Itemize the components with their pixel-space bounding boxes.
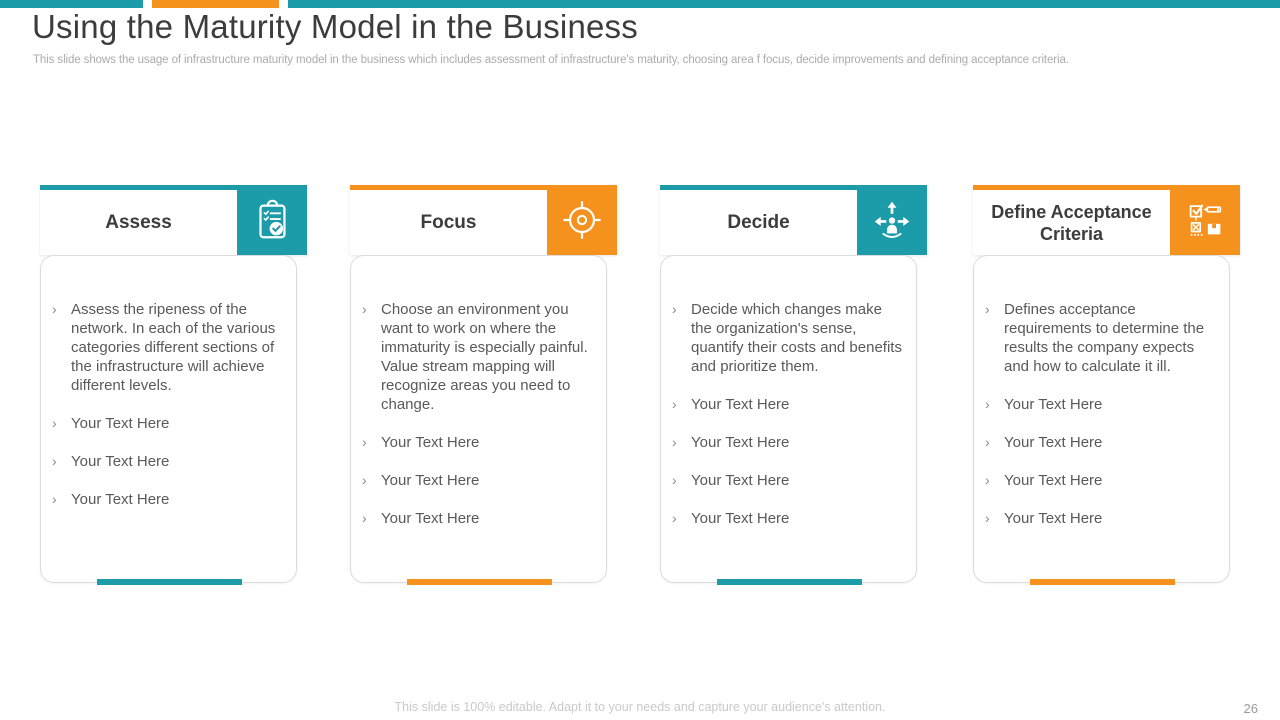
column-focus-card: Choose an environment you want to work o… bbox=[350, 255, 607, 585]
card-accent-bar bbox=[717, 579, 862, 585]
column-focus-header: Focus bbox=[350, 185, 617, 255]
bullet-item: Your Text Here bbox=[661, 395, 916, 414]
clipboard-check-icon bbox=[237, 185, 307, 255]
column-focus: Focus Choose an environment you want to … bbox=[350, 185, 617, 585]
top-accent-bar-orange-segment bbox=[143, 0, 288, 8]
bullet-item: Your Text Here bbox=[351, 471, 606, 490]
page-title: Using the Maturity Model in the Business bbox=[32, 8, 638, 45]
bullet-item: Your Text Here bbox=[41, 414, 296, 433]
column-define-acceptance-criteria: Define Acceptance Criteria bbox=[973, 185, 1240, 585]
page-number: 26 bbox=[1243, 701, 1258, 716]
column-title: Focus bbox=[420, 211, 477, 233]
bullet-item: Your Text Here bbox=[974, 471, 1229, 490]
bullet-item: Your Text Here bbox=[974, 433, 1229, 452]
card-accent-bar bbox=[97, 579, 242, 585]
column-title: Define Acceptance Criteria bbox=[991, 201, 1152, 244]
column-decide-card: Decide which changes make the organizati… bbox=[660, 255, 917, 585]
bullet-item: Defines acceptance requirements to deter… bbox=[974, 300, 1229, 376]
column-assess-header: Assess bbox=[40, 185, 307, 255]
bullet-list: Defines acceptance requirements to deter… bbox=[974, 300, 1229, 528]
bullet-item: Choose an environment you want to work o… bbox=[351, 300, 606, 414]
column-assess-card: Assess the ripeness of the network. In e… bbox=[40, 255, 297, 585]
bullet-item: Your Text Here bbox=[974, 509, 1229, 528]
column-define-acceptance-criteria-card: Defines acceptance requirements to deter… bbox=[973, 255, 1230, 585]
bullet-list: Decide which changes make the organizati… bbox=[661, 300, 916, 528]
bullet-item: Your Text Here bbox=[661, 471, 916, 490]
bullet-item: Your Text Here bbox=[974, 395, 1229, 414]
bullet-item: Decide which changes make the organizati… bbox=[661, 300, 916, 376]
slide-subtitle: This slide shows the usage of infrastruc… bbox=[33, 54, 1069, 66]
bullet-list: Choose an environment you want to work o… bbox=[351, 300, 606, 528]
bullet-item: Your Text Here bbox=[351, 433, 606, 452]
checklist-pencil-icon bbox=[1170, 185, 1240, 255]
bullet-item: Your Text Here bbox=[351, 509, 606, 528]
bullet-list: Assess the ripeness of the network. In e… bbox=[41, 300, 296, 509]
bullet-item: Your Text Here bbox=[41, 490, 296, 509]
card-accent-bar bbox=[1030, 579, 1175, 585]
card-accent-bar bbox=[407, 579, 552, 585]
column-assess: Assess Assess the ripeness of the networ… bbox=[40, 185, 307, 585]
column-decide-header: Decide bbox=[660, 185, 927, 255]
column-define-acceptance-criteria-header: Define Acceptance Criteria bbox=[973, 185, 1240, 255]
column-title: Assess bbox=[105, 211, 172, 233]
bullet-item: Assess the ripeness of the network. In e… bbox=[41, 300, 296, 395]
bullet-item: Your Text Here bbox=[661, 433, 916, 452]
column-title: Decide bbox=[727, 211, 790, 233]
column-decide: Decide Decide which changes make the org… bbox=[660, 185, 927, 585]
top-accent-bar bbox=[0, 0, 1280, 8]
bullet-item: Your Text Here bbox=[661, 509, 916, 528]
footer-note: This slide is 100% editable. Adapt it to… bbox=[394, 700, 886, 714]
person-direction-arrows-icon bbox=[857, 185, 927, 255]
target-icon bbox=[547, 185, 617, 255]
bullet-item: Your Text Here bbox=[41, 452, 296, 471]
